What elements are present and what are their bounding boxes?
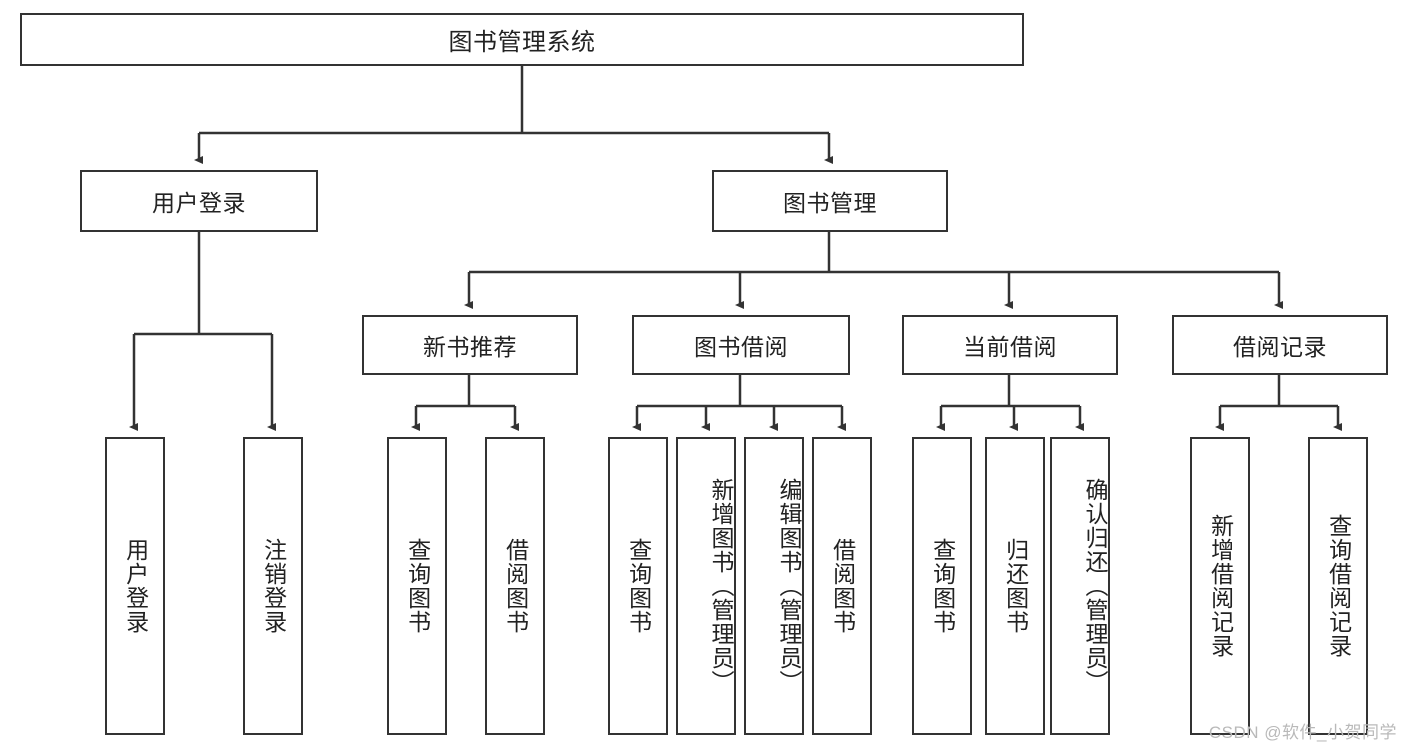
node-leaf-return-book-label: 归还图书 [1002, 538, 1029, 634]
node-leaf-query-book-1[interactable]: 查询图书 [387, 437, 447, 735]
node-leaf-user-login-label: 用户登录 [122, 538, 149, 634]
node-leaf-query-book-2[interactable]: 查询图书 [608, 437, 668, 735]
node-leaf-borrow-book-2[interactable]: 借阅图书 [812, 437, 872, 735]
node-leaf-confirm-return[interactable]: 确认归还（管理员） [1050, 437, 1110, 735]
node-leaf-user-logout[interactable]: 注销登录 [243, 437, 303, 735]
node-leaf-confirm-return-label: 确认归还（管理员） [1082, 478, 1108, 694]
node-root[interactable]: 图书管理系统 [20, 13, 1024, 66]
node-leaf-query-book-3[interactable]: 查询图书 [912, 437, 972, 735]
node-leaf-query-book-3-label: 查询图书 [929, 538, 956, 634]
node-leaf-add-borrow-record-label: 新增借阅记录 [1207, 514, 1234, 658]
node-leaf-borrow-book-1[interactable]: 借阅图书 [485, 437, 545, 735]
node-leaf-borrow-book-1-label: 借阅图书 [502, 538, 529, 634]
node-leaf-add-book[interactable]: 新增图书（管理员） [676, 437, 736, 735]
node-leaf-query-book-2-label: 查询图书 [625, 538, 652, 634]
node-leaf-query-borrow-record[interactable]: 查询借阅记录 [1308, 437, 1368, 735]
node-leaf-add-book-label: 新增图书（管理员） [708, 478, 734, 694]
node-leaf-query-borrow-record-label: 查询借阅记录 [1325, 514, 1352, 658]
node-leaf-user-login[interactable]: 用户登录 [105, 437, 165, 735]
node-borrow-record[interactable]: 借阅记录 [1172, 315, 1388, 375]
node-leaf-user-logout-label: 注销登录 [260, 538, 287, 634]
node-leaf-borrow-book-2-label: 借阅图书 [829, 538, 856, 634]
node-user-login-label: 用户登录 [152, 190, 246, 216]
node-borrow-record-label: 借阅记录 [1233, 334, 1327, 360]
watermark: CSDN @软件_小贺同学 [1208, 723, 1397, 742]
node-leaf-add-borrow-record[interactable]: 新增借阅记录 [1190, 437, 1250, 735]
node-book-manage[interactable]: 图书管理 [712, 170, 948, 232]
node-leaf-query-book-1-label: 查询图书 [404, 538, 431, 634]
node-new-book-recommend-label: 新书推荐 [423, 334, 517, 360]
node-book-borrow[interactable]: 图书借阅 [632, 315, 850, 375]
node-new-book-recommend[interactable]: 新书推荐 [362, 315, 578, 375]
node-root-label: 图书管理系统 [448, 29, 596, 56]
node-leaf-edit-book-label: 编辑图书（管理员） [776, 478, 802, 694]
node-leaf-return-book[interactable]: 归还图书 [985, 437, 1045, 735]
node-current-borrow-label: 当前借阅 [963, 334, 1057, 360]
node-leaf-edit-book[interactable]: 编辑图书（管理员） [744, 437, 804, 735]
node-book-borrow-label: 图书借阅 [694, 334, 788, 360]
node-current-borrow[interactable]: 当前借阅 [902, 315, 1118, 375]
node-user-login[interactable]: 用户登录 [80, 170, 318, 232]
node-book-manage-label: 图书管理 [783, 190, 877, 216]
